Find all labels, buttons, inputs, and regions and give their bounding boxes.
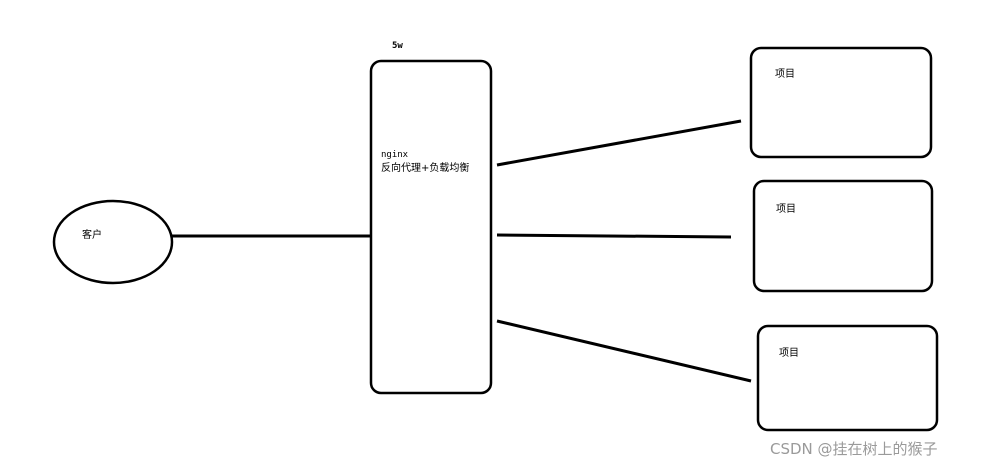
capacity-label: 5w [392,41,403,51]
nginx-to-project-2-line [496,233,732,239]
nginx-to-project-1-line [496,119,742,167]
nginx-node [369,59,493,395]
nginx-to-project-3-line [496,319,752,383]
watermark: CSDN @挂在树上的猴子 [770,440,938,458]
project-node-3 [756,324,939,432]
nginx-name-label: nginx [381,150,409,160]
client-label: 客户 [82,230,102,241]
client-node [52,199,174,285]
project-label-3: 项目 [779,348,799,359]
project-label-2: 项目 [776,204,796,215]
nginx-role-label: 反向代理+负载均衡 [381,163,470,174]
project-label-1: 项目 [775,69,795,80]
project-node-2 [752,179,934,293]
project-node-1 [749,46,933,159]
